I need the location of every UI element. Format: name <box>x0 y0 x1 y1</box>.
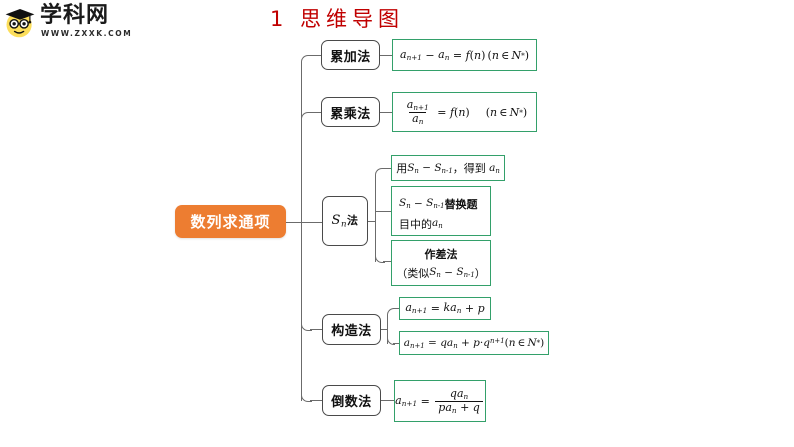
node-leicheng[interactable]: 累乘法 <box>321 97 380 127</box>
connector-branch-4 <box>310 329 322 331</box>
connector-corner-2 <box>301 112 312 121</box>
leaf-gouzao-1[interactable]: an+1 = kan + p <box>399 297 491 320</box>
connector-corner-1 <box>301 55 312 64</box>
connector-branch-2 <box>310 112 322 114</box>
connector-corner-5 <box>301 393 312 402</box>
graduate-smiley-icon <box>5 8 35 38</box>
connector-sn-leaf-1 <box>383 168 391 170</box>
mindmap-root-node[interactable]: 数列求通项 <box>175 205 286 238</box>
connector-gouzao-leaf-2 <box>393 343 399 345</box>
node-sn-label: Sn法 <box>331 213 359 230</box>
connector-sn-vert-up <box>375 175 377 221</box>
connector-gouzao-corner-2 <box>387 336 395 345</box>
connector-leicheng-leaf <box>380 112 392 114</box>
node-daoshu[interactable]: 倒数法 <box>322 385 381 416</box>
connector-gouzao-corner-1 <box>387 308 395 317</box>
node-gouzao-label: 构造法 <box>331 324 372 339</box>
connector-sn-corner-3 <box>375 254 385 263</box>
leaf-leicheng-formula[interactable]: an+1 an = f(n) (n ∈ N*) <box>392 92 537 132</box>
site-logo: 学科网 WWW.ZXXK.COM <box>0 0 131 44</box>
connector-branch-1 <box>310 55 322 57</box>
connector-sn-leaf-3 <box>383 261 391 263</box>
connector-sn-corner-1 <box>375 168 385 177</box>
connector-sn-stem <box>368 221 376 223</box>
connector-root-trunk <box>286 222 302 224</box>
logo-name: 学科网 <box>40 3 110 28</box>
node-daoshu-label: 倒数法 <box>331 395 372 410</box>
connector-branch-5 <box>310 400 322 402</box>
connector-daoshu-leaf <box>381 400 394 402</box>
leaf-daoshu-1[interactable]: an+1 = qan pan + q <box>394 380 486 422</box>
connector-sn-leaf-2 <box>375 211 391 213</box>
connector-gouzao-vert-up <box>387 315 389 329</box>
leaf-leijia-formula[interactable]: an+1 − an = f(n) (n ∈ N*) <box>392 39 537 71</box>
connector-trunk-upper <box>301 62 303 222</box>
connector-branch-3 <box>301 222 322 224</box>
node-leijia[interactable]: 累加法 <box>321 40 380 70</box>
connector-trunk-lower <box>301 222 303 401</box>
connector-corner-4 <box>301 322 312 331</box>
page-title: 1 思维导图 <box>270 7 405 31</box>
node-gouzao[interactable]: 构造法 <box>322 314 381 345</box>
connector-leijia-leaf <box>380 55 392 57</box>
connector-gouzao-leaf-1 <box>393 308 399 310</box>
connector-gouzao-stem <box>381 329 388 331</box>
logo-url: WWW.ZXXK.COM <box>41 29 133 38</box>
root-label: 数列求通项 <box>190 213 271 231</box>
connector-sn-vert-down <box>375 221 377 262</box>
node-leijia-label: 累加法 <box>330 49 371 65</box>
node-sn[interactable]: Sn法 <box>322 196 368 246</box>
leaf-gouzao-2[interactable]: an+1 = qan + p·qn+1(n ∈ N*) <box>399 331 549 355</box>
node-leicheng-label: 累乘法 <box>330 106 371 122</box>
